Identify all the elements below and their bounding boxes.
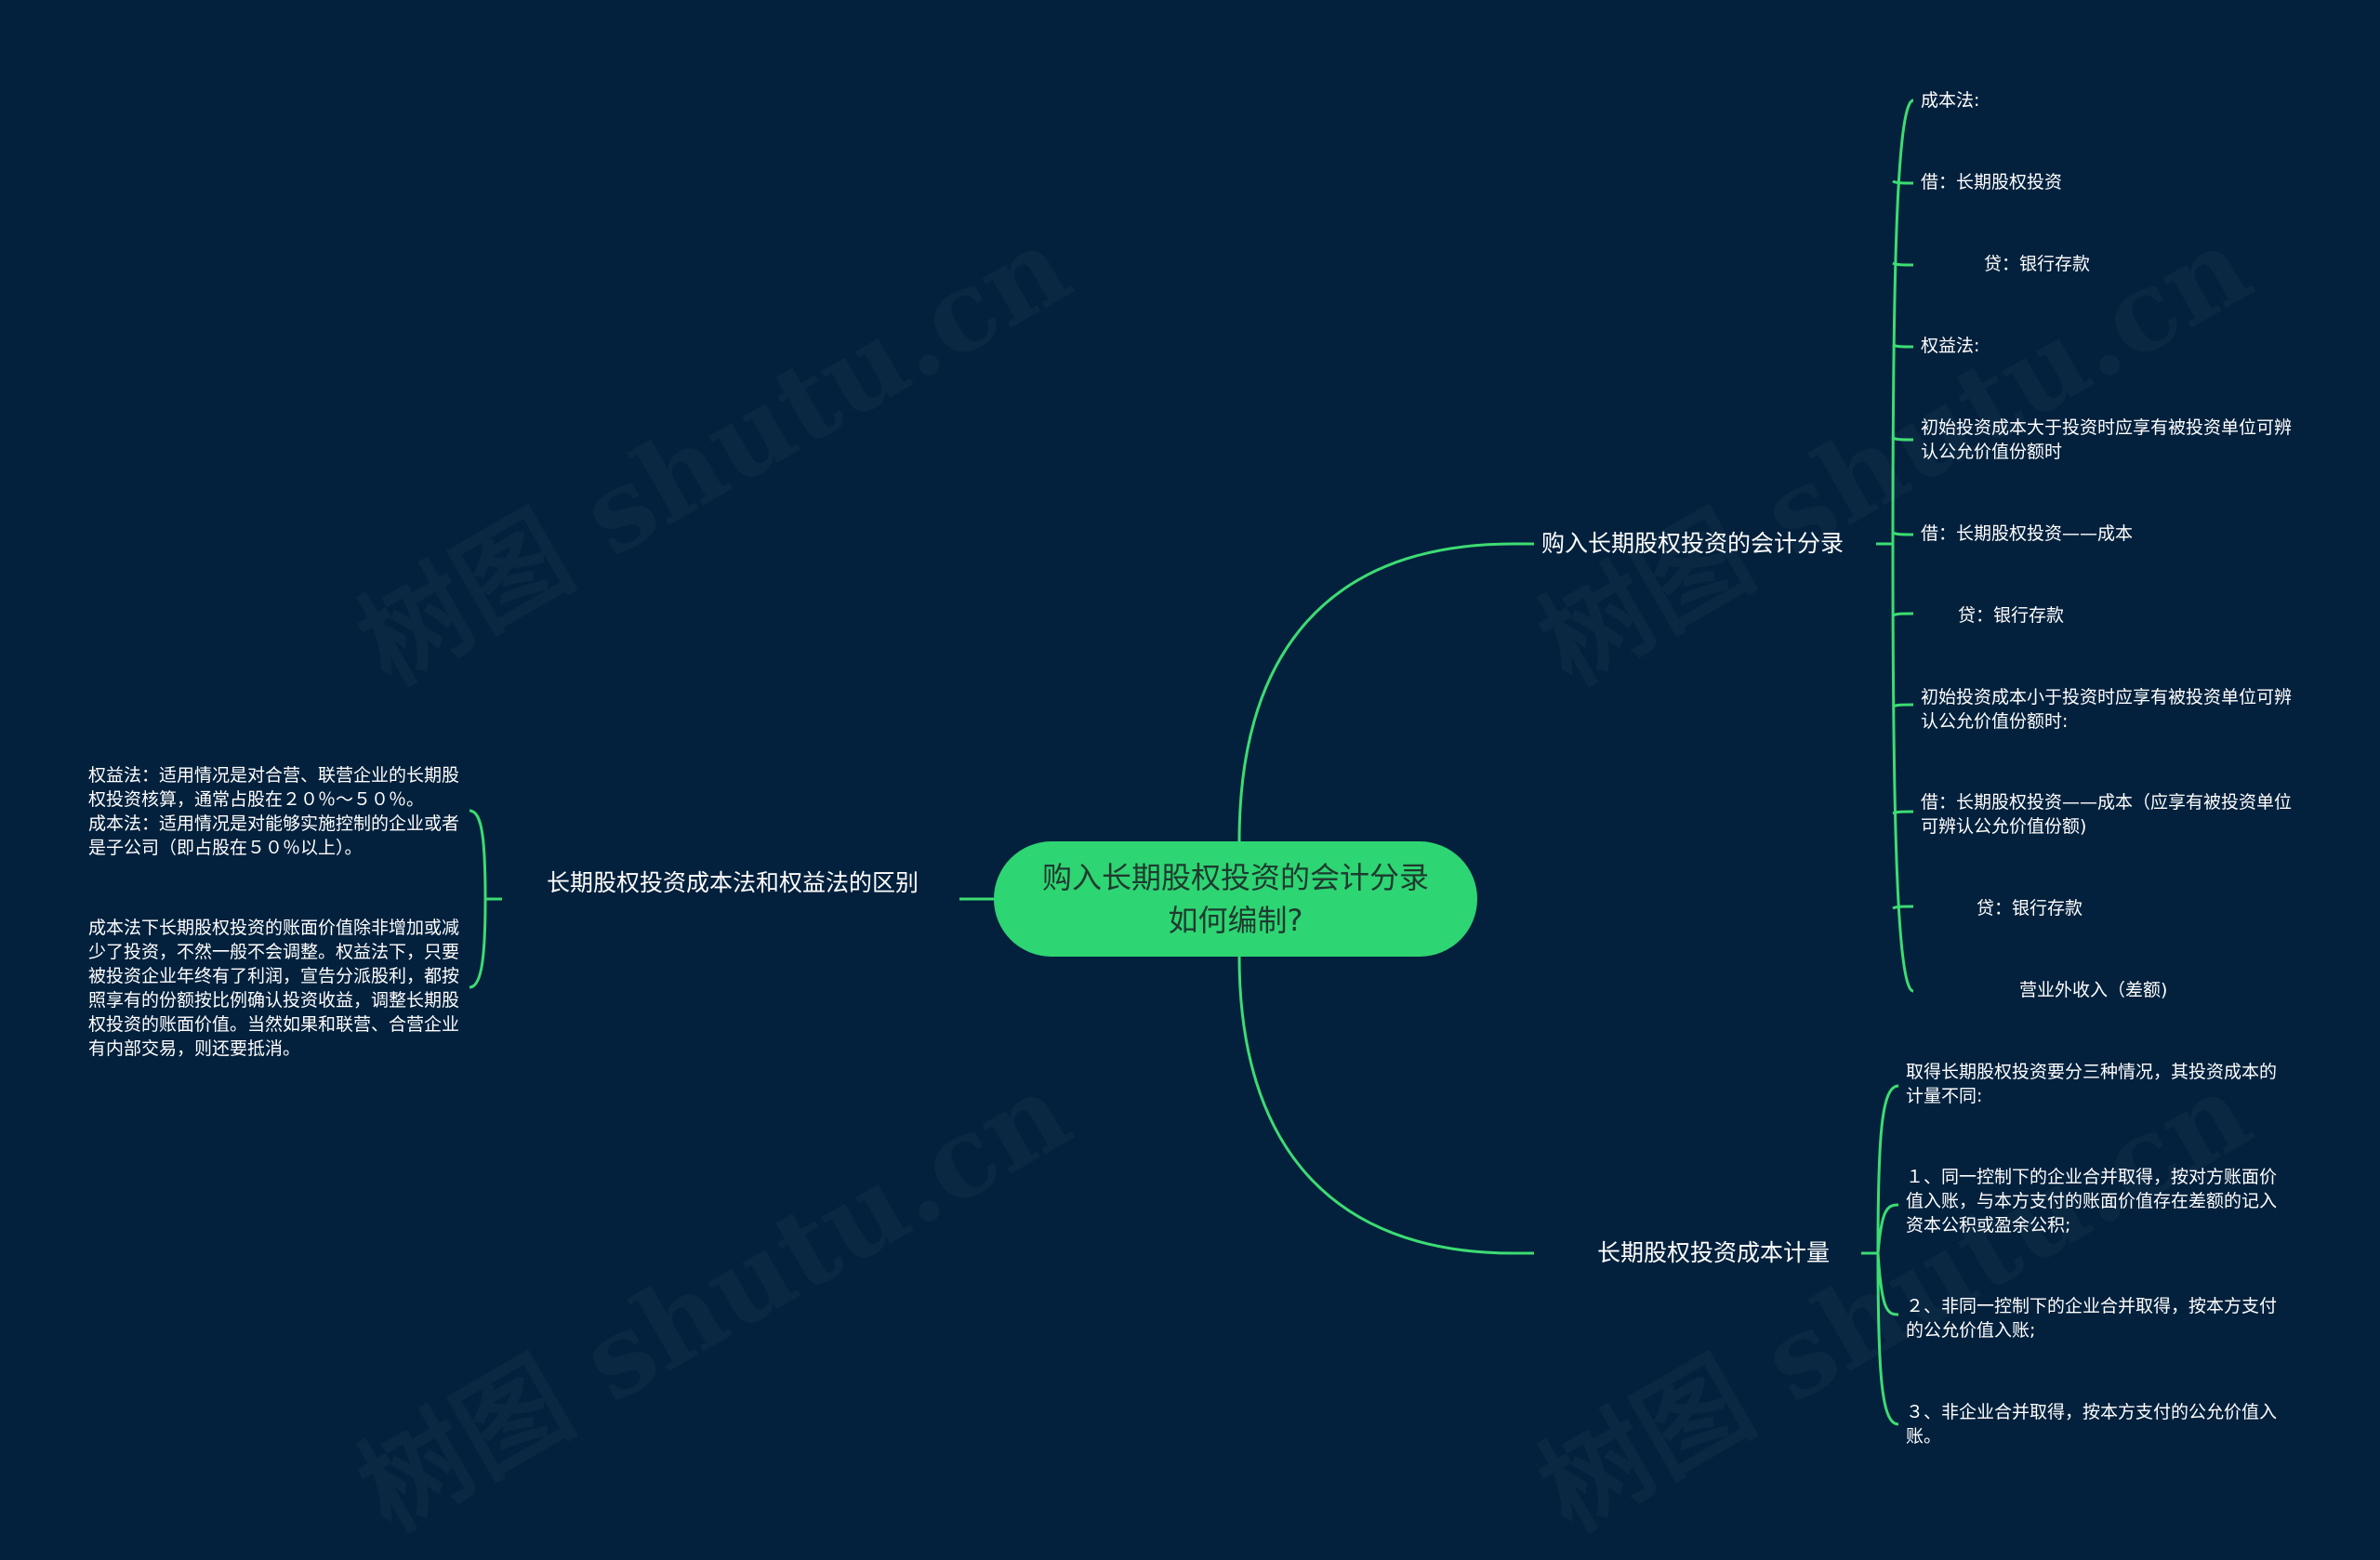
connector-center-measurement <box>1237 956 1514 1255</box>
leaf-measurement-case-3[interactable]: ３、非企业合并取得，按本方支付的公允价值入账。 <box>1906 1402 2278 1447</box>
leaf-nonoperating-income[interactable]: 营业外收入（差额) <box>2019 980 2168 1000</box>
connector-center-accounting <box>1237 542 1514 842</box>
bracket-difference <box>469 809 502 989</box>
leaf-equity-method-title[interactable]: 权益法: <box>1921 336 1980 356</box>
branch-difference[interactable]: 长期股权投资成本法和权益法的区别 <box>547 866 919 900</box>
leaf-debit-ltei[interactable]: 借：长期股权投资 <box>1921 172 2063 192</box>
leaf-measurement-intro[interactable]: 取得长期股权投资要分三种情况，其投资成本的计量不同: <box>1906 1062 2278 1106</box>
leaf-debit-ltei-cost-share[interactable]: 借：长期股权投资——成本（应享有被投资单位可辨认公允价值份额) <box>1921 792 2293 837</box>
leaf-difference-applicability[interactable]: 权益法：适用情况是对合营、联营企业的长期股权投资核算，通常占股在２０％～５０％。… <box>88 765 460 858</box>
branch-label: 长期股权投资成本计量 <box>1597 1239 1831 1266</box>
leaf-difference-book-value[interactable]: 成本法下长期股权投资的账面价值除非增加或减少了投资，不然一般不会调整。权益法下，… <box>88 918 460 1059</box>
leaf-cost-method-title[interactable]: 成本法: <box>1921 90 1980 111</box>
bracket-accounting <box>1876 99 1914 993</box>
branch-label: 购入长期股权投资的会计分录 <box>1541 530 1844 557</box>
leaf-cost-less[interactable]: 初始投资成本小于投资时应享有被投资单位可辨认公允价值份额时: <box>1921 687 2293 732</box>
leaf-measurement-case-1[interactable]: １、同一控制下的企业合并取得，按对方账面价值入账，与本方支付的账面价值存在差额的… <box>1906 1167 2278 1236</box>
branch-cost-measurement[interactable]: 长期股权投资成本计量 <box>1597 1236 1830 1270</box>
leaf-credit-bank[interactable]: 贷：银行存款 <box>1984 254 2091 274</box>
bracket-measurement <box>1861 1084 1899 1426</box>
central-topic-label: 购入长期股权投资的会计分录如何编制? <box>1041 860 1429 938</box>
branch-accounting-entries[interactable]: 购入长期股权投资的会计分录 <box>1541 527 1844 561</box>
central-topic[interactable]: 购入长期股权投资的会计分录如何编制? <box>994 841 1477 957</box>
leaf-credit-bank-2[interactable]: 贷：银行存款 <box>1958 605 2065 626</box>
leaf-credit-bank-3[interactable]: 贷：银行存款 <box>1977 898 2083 919</box>
branch-label: 长期股权投资成本法和权益法的区别 <box>547 869 919 896</box>
leaf-debit-ltei-cost[interactable]: 借：长期股权投资——成本 <box>1921 523 2134 544</box>
leaf-cost-greater[interactable]: 初始投资成本大于投资时应享有被投资单位可辨认公允价值份额时 <box>1921 417 2293 462</box>
leaf-measurement-case-2[interactable]: ２、非同一控制下的企业合并取得，按本方支付的公允价值入账; <box>1906 1296 2278 1341</box>
